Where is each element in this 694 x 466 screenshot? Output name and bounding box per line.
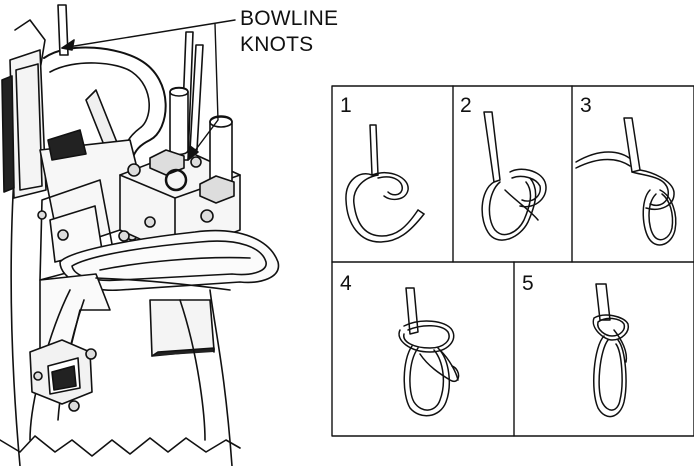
outboard-motor-illustration: [0, 4, 280, 466]
step-5-number: 5: [522, 272, 534, 295]
knot-step-4-illustration: [398, 287, 460, 417]
callout-leader-lines: [61, 19, 236, 161]
bowline-knots-callout: BOWLINE KNOTS: [240, 6, 338, 58]
callout-line-2: KNOTS: [240, 33, 314, 56]
knot-step-2-illustration: [481, 111, 547, 241]
step-3-number: 3: [580, 94, 592, 117]
callout-line-1: BOWLINE: [240, 7, 339, 30]
step-1-number: 1: [340, 94, 352, 117]
knot-step-1-illustration: [345, 124, 425, 243]
step-4-number: 4: [340, 272, 352, 295]
knot-step-3-illustration: [575, 117, 677, 246]
knot-steps-grid: [331, 85, 694, 437]
knot-step-5-illustration: [592, 283, 630, 418]
step-2-number: 2: [460, 94, 472, 117]
